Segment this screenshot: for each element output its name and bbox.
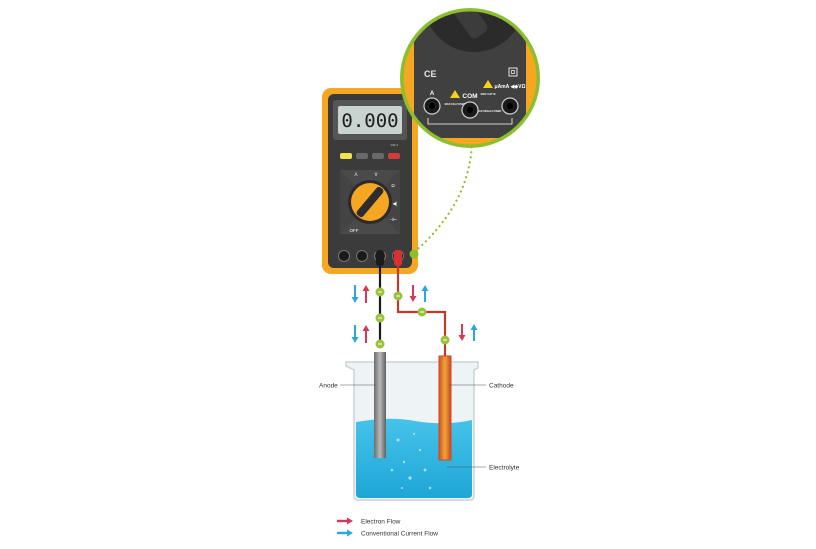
inset-bracket — [427, 118, 513, 125]
lcd-screen — [338, 106, 402, 134]
beaker — [345, 352, 479, 501]
dial-label-ohm: Ω — [391, 183, 395, 188]
inset-warning-icon-2 — [483, 80, 493, 88]
conventional-flow-arrow-up — [421, 285, 429, 302]
inset-warning-icon-1 — [450, 90, 460, 98]
dial-pointer — [356, 186, 384, 218]
dial-label-diode: ◀| — [393, 201, 398, 206]
electron-flow-arrow-up — [362, 285, 370, 303]
electron-node — [375, 287, 385, 297]
lcd-reading: 0.000 — [341, 110, 398, 132]
yellow-function-button[interactable] — [340, 153, 352, 159]
function-button-2[interactable] — [372, 153, 384, 159]
anode-label: Anode — [319, 383, 338, 390]
electrolyte-label: Electrolyte — [489, 465, 520, 472]
dial-label-acv: Ã — [354, 171, 357, 177]
legend-electron-arrow-icon — [337, 517, 353, 525]
electron-node — [417, 307, 427, 317]
conventional-flow-arrow-down — [351, 285, 359, 303]
function-button-1[interactable] — [356, 153, 368, 159]
inset-dial-pointer — [440, 10, 488, 39]
inset-port-label-vohm: μAmA ◀◆VΩ — [495, 84, 526, 90]
inset-magnifier: CE A COM μAmA ◀◆VΩ MAX 10A FUSED 600V CA… — [400, 8, 540, 148]
electron-node — [393, 291, 403, 301]
jack-ma[interactable] — [356, 250, 368, 262]
electron-flow-arrow-down — [458, 324, 466, 341]
electron-flow-arrow-up — [362, 325, 370, 343]
dial-label-off: OFF — [350, 228, 359, 233]
wires — [378, 266, 447, 358]
bubbles — [390, 433, 432, 490]
electron-flow-arrow-down — [409, 285, 417, 302]
legend-conventional-flow: Conventional Current Flow — [361, 531, 438, 538]
jack-a[interactable] — [338, 250, 350, 262]
model-text: DM-3 — [391, 143, 399, 147]
inset-warning-text-3: MAX 500mA FUSED — [477, 109, 502, 113]
conventional-flow-arrow-down — [351, 325, 359, 343]
flow-arrows — [351, 285, 478, 343]
dial-label-cap: ⊣⊢ — [389, 216, 397, 222]
legend-electron-flow: Electron Flow — [361, 519, 401, 526]
inset-dial — [424, 10, 524, 52]
anode-electrode — [374, 352, 386, 458]
labels: Anode Cathode Electrolyte — [319, 383, 520, 472]
inset-port-label-com: COM — [462, 93, 477, 100]
inset-ce-mark: CE — [424, 69, 437, 79]
inset-warning-text-1: MAX 10A FUSED — [445, 102, 466, 106]
electron-node — [440, 335, 450, 345]
electron-node — [375, 313, 385, 323]
red-function-button[interactable] — [388, 153, 400, 159]
cathode-label: Cathode — [489, 383, 514, 390]
legend: Electron Flow Conventional Current Flow — [337, 517, 438, 538]
legend-conventional-arrow-icon — [337, 529, 353, 537]
inset-port-label-a: A — [430, 91, 435, 97]
callout-dot-bottom — [409, 249, 419, 259]
multimeter: 0.000 DM-3 Ã Ṽ Ω ◀| ⊣⊢ OFF — [322, 88, 418, 274]
dial-label-acv2: Ṽ — [374, 171, 377, 177]
electron-node — [375, 339, 385, 349]
callout-dotted-line — [410, 140, 474, 256]
red-probe-plug — [394, 250, 402, 266]
electrolyte-liquid — [356, 418, 472, 498]
electron-nodes — [375, 287, 450, 349]
inset-warning-text-2: 600V CAT III — [481, 92, 496, 96]
cathode-electrode — [439, 356, 451, 460]
inset-double-insulation-icon — [508, 67, 518, 77]
conventional-flow-arrow-up — [470, 324, 478, 341]
black-probe-plug — [376, 250, 384, 266]
